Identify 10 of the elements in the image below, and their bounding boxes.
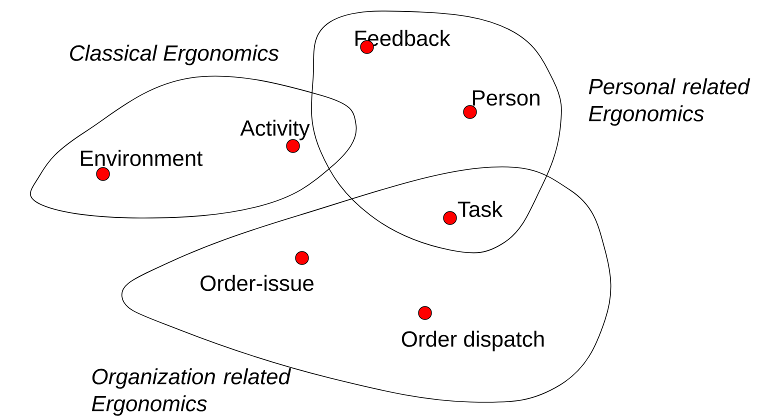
point-label: Activity: [240, 120, 310, 140]
region-heading: Classical Ergonomics: [70, 44, 279, 66]
point-label: Feedback: [356, 30, 450, 46]
point-label: Order-issue: [200, 274, 314, 292]
point-label: Person: [472, 90, 540, 106]
region-heading: Organization related Ergonomics: [92, 368, 292, 416]
point-label: Environment: [81, 150, 203, 166]
point-label: Order dispatch: [402, 330, 544, 352]
point-label: Task: [458, 200, 503, 218]
region-heading: Personal related Ergonomics: [588, 78, 750, 126]
